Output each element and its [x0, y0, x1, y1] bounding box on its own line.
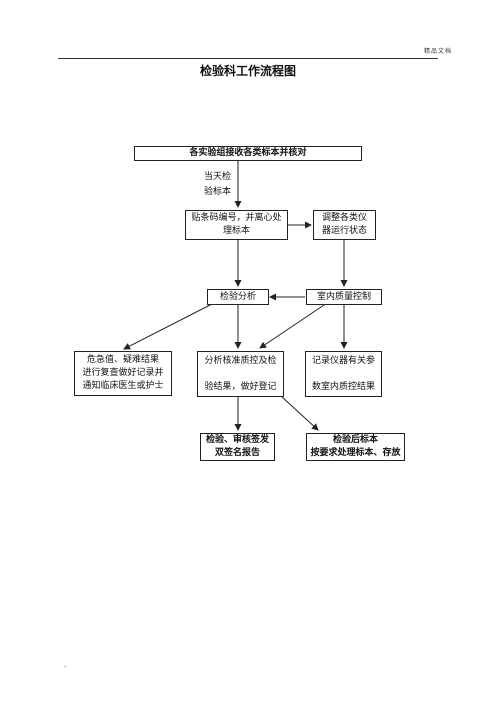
node-critical-values: 危急值、疑难结果 进行复查做好记录并 通知临床医生或护士: [74, 351, 172, 396]
arrow-analyzeqc-to-post: [281, 396, 319, 431]
node-analyze-qc: 分析核准质控及检 验结果，做好登记: [197, 351, 284, 397]
node-record-instruments: 记录仪器有关参 数室内质控结果: [305, 351, 382, 397]
node-receive: 各实验组接收各类标本并核对: [134, 146, 362, 161]
header-tag: 精品文档: [423, 48, 452, 55]
arrow-analysis-to-critical: [123, 303, 213, 350]
node-post-sample: 检验后标本 按要求处理标本、存放: [306, 433, 405, 461]
arrow-qc-to-analyzeqc: [259, 304, 325, 349]
node-label-centrifuge: 贴条码编号，并离心处 理标本: [185, 210, 288, 240]
page-title: 检验科工作流程图: [199, 64, 296, 78]
footer-mark: .: [64, 660, 67, 669]
node-test-analysis: 检验分析: [207, 289, 269, 305]
node-indoor-qc: 室内质量控制: [306, 289, 382, 305]
same-day-note: 当天检 验标本: [204, 172, 232, 197]
node-adjust-instruments: 调整各类仪 器运行状态: [313, 210, 376, 240]
header-rule: [58, 58, 438, 59]
node-report: 检验、审核签发 双签名报告: [200, 433, 275, 461]
